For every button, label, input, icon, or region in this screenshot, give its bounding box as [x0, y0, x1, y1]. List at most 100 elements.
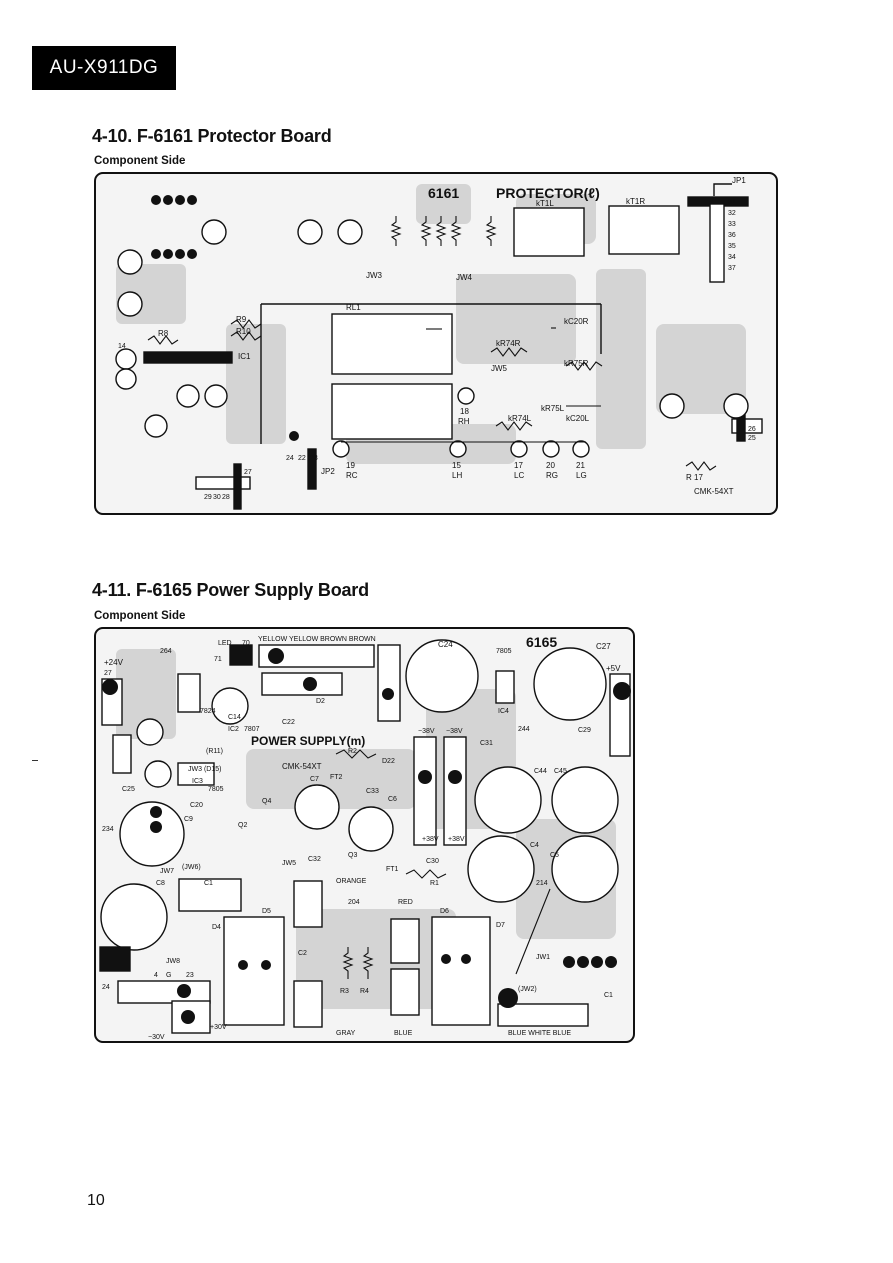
label-plus30: +30V [210, 1024, 227, 1031]
wire-pad [605, 956, 617, 968]
label-d22: D22 [382, 758, 395, 765]
wire-pad [181, 1010, 195, 1024]
wire-pad [238, 960, 248, 970]
resistor-r9 [230, 319, 262, 329]
label-plus24v: +24V [104, 658, 124, 667]
capacitor-c8 [100, 883, 168, 951]
label-18: 18 [460, 407, 469, 416]
regulator-ic3 [177, 762, 215, 786]
capacitor-c23-block [377, 644, 401, 722]
pcb-traces [116, 184, 746, 464]
label-7824: 7824 [200, 708, 216, 715]
label-c44: C44 [534, 768, 547, 775]
diode-dot [163, 195, 173, 205]
label-plus38b: +38V [448, 836, 465, 843]
bridge-d5 [223, 916, 285, 1026]
label-q3: Q3 [348, 852, 357, 859]
label-c32: C32 [308, 856, 321, 863]
wire-pad [591, 956, 603, 968]
model-label: AU-X911DG [49, 57, 159, 78]
label-d2: D2 [316, 698, 325, 705]
diode-dot [163, 249, 173, 259]
label-c24: C24 [438, 640, 453, 649]
label-led: LED [218, 640, 232, 647]
relay-kt1r [608, 205, 680, 255]
jp2-bar [307, 448, 317, 490]
protector-board-diagram: 6161 PROTECTOR(ℓ) JP1 kT1L kT1R 31 32 33… [94, 172, 778, 515]
label-rh: RH [458, 417, 470, 426]
label-7805b: 7805 [208, 786, 224, 793]
label-19: 19 [346, 461, 355, 470]
label-minus38b: −38V [446, 728, 463, 735]
capacitor-c8 [204, 384, 228, 408]
capacitor-c25 [144, 760, 172, 788]
resistor-r4 [362, 947, 374, 979]
jw1-lead [515, 888, 551, 975]
label-15: 15 [452, 461, 461, 470]
terminal-17 [510, 440, 528, 458]
label-r17: R 17 [686, 473, 703, 482]
pin-24: 24 [102, 984, 110, 991]
label-r1: R1 [430, 880, 439, 887]
resistor-r8 [147, 335, 179, 345]
wire-pad [448, 770, 462, 784]
label-kr74r: kR74R [496, 339, 521, 348]
pad-14b [115, 368, 137, 390]
connector-30v [171, 1000, 211, 1034]
capacitor-c4 [467, 835, 535, 903]
label-c25: C25 [122, 786, 135, 793]
capacitor-c26 [136, 718, 164, 746]
label-r10: R10 [236, 327, 251, 336]
label-c8: C8 [156, 880, 165, 887]
label-q4: Q4 [262, 798, 271, 805]
resistor-kr75r [565, 361, 603, 371]
label-lg: LG [576, 471, 587, 480]
ic1-chip [143, 351, 233, 364]
label-kr75r: kR75R [564, 359, 589, 368]
board-number: 6161 [428, 185, 459, 201]
label-264: 264 [160, 648, 172, 655]
capacitor-c5 [551, 835, 619, 903]
label-jw8: JW8 [166, 958, 180, 965]
label-17: 17 [514, 461, 523, 470]
pin-27: 27 [244, 469, 252, 476]
capacitor-c41 [178, 878, 242, 912]
resistor-kr82l [450, 216, 462, 246]
wire-pad [268, 648, 284, 664]
connector-jw8 [99, 946, 131, 972]
label-rc: RC [346, 471, 358, 480]
relay-kt1l [513, 207, 585, 257]
pin-23: 23 [186, 972, 194, 979]
label-r11: (R11) [206, 748, 223, 755]
resistor-r1 [405, 869, 447, 879]
label-ic2: IC2 [228, 726, 239, 733]
wire-colors-top: YELLOW YELLOW BROWN BROWN [258, 636, 376, 643]
pin-31: 31 [728, 199, 736, 206]
diode-dot [175, 195, 185, 205]
pin-29: 29 [204, 494, 212, 501]
label-c20: C20 [190, 802, 203, 809]
capacitor-c11 [723, 393, 749, 419]
label-kc20r: kC20R [564, 317, 589, 326]
capacitor-c7 [294, 784, 340, 830]
diode-dot [187, 195, 197, 205]
regulator-ic4 [495, 670, 515, 704]
pcb-code: CMK-54XT [282, 762, 322, 771]
diode-dot [175, 249, 185, 259]
capacitor-c9 [176, 384, 200, 408]
heatsink-minus38a [413, 736, 437, 846]
regulator-7824 [177, 673, 201, 713]
pin-37: 37 [728, 265, 736, 272]
pin-25: 25 [748, 435, 756, 442]
pin-30: 30 [213, 494, 221, 501]
resistor-kr83r [390, 216, 402, 246]
label-d6: D6 [440, 908, 449, 915]
pin-22: 22 [298, 455, 306, 462]
terminal-19 [332, 440, 350, 458]
pin-36: 36 [728, 232, 736, 239]
diode-dot [151, 249, 161, 259]
label-c22: C22 [282, 719, 295, 726]
label-ic1: IC1 [238, 352, 251, 361]
label-minus30: −30V [148, 1034, 165, 1041]
capacitor-c44 [474, 766, 542, 834]
